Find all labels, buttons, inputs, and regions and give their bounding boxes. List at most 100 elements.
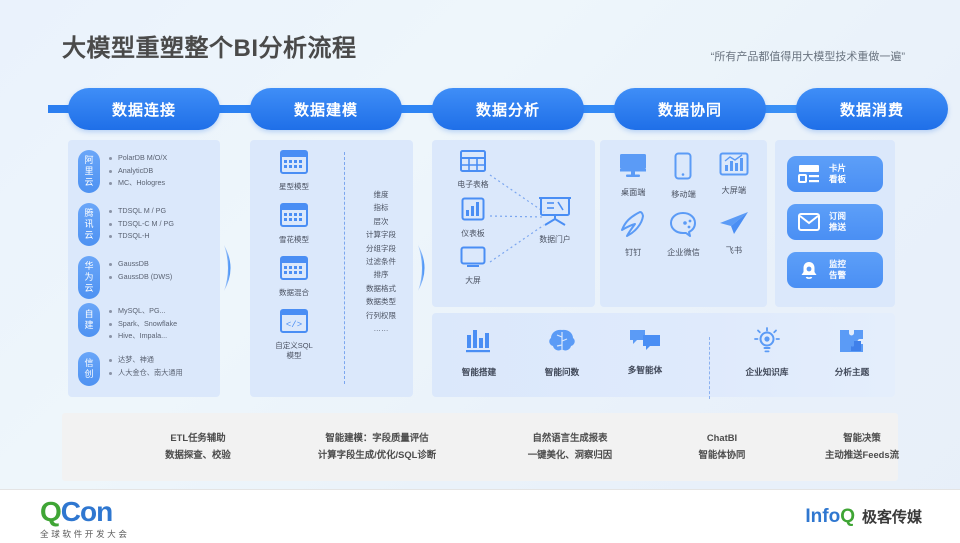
analysis-source-list: 电子表格 仪表板 大屏 [444, 150, 502, 293]
collab-item-desktop[interactable]: 桌面端 [608, 152, 658, 200]
model-item-snowflake[interactable]: 雪花模型 [258, 203, 330, 245]
consume-button-monitor-alert[interactable]: 监控 告警 [787, 252, 883, 288]
vendor-items-self-built: MySQL、PG... Spark、Snowflake Hive、Impala.… [109, 303, 177, 343]
list-item: MySQL、PG... [109, 305, 177, 318]
model-item-label: 雪花模型 [279, 235, 309, 244]
list-item: TDSQL M / PG [109, 205, 174, 218]
table-grid-icon [280, 150, 308, 174]
analysis-item-dashboard[interactable]: 仪表板 [444, 197, 502, 239]
vendor-items-huawei: GaussDB GaussDB (DWS) [109, 256, 172, 283]
list-item: Hive、Impala... [109, 330, 177, 343]
qcon-logo: QCon 全球软件开发大会 [40, 498, 130, 540]
consume-button-label-line2: 推送 [829, 222, 847, 232]
summary-line-2: 主动推送Feeds流 [825, 449, 899, 460]
qcon-subtitle: 全球软件开发大会 [40, 529, 130, 539]
panel-data-collab: 桌面端 移动端 大屏端 [600, 140, 767, 307]
portal-board-icon [539, 197, 571, 226]
envelope-icon [798, 213, 820, 231]
list-item: 分组字段 [366, 243, 396, 253]
stage-pill-data-connect[interactable]: 数据连接 [68, 88, 220, 130]
model-type-list: 星型模型 雪花模型 [258, 150, 330, 372]
ai-item-label: 多智能体 [627, 365, 663, 375]
stage-pill-data-consume[interactable]: 数据消费 [796, 88, 948, 130]
summary-line-1: 智能建模：字段质量评估 [325, 432, 429, 443]
table-grid-icon [280, 256, 308, 280]
vendor-tag-huawei: 华 为 云 [78, 256, 100, 299]
wecom-icon [670, 212, 697, 237]
brain-icon [549, 329, 575, 351]
model-item-blend[interactable]: 数据混合 [258, 256, 330, 298]
vendor-items-xinchuang: 达梦、神通 人大金仓、南大通用 [109, 352, 183, 379]
ai-item-smart-build[interactable]: 智能搭建 [444, 327, 514, 378]
bell-alert-icon [801, 262, 817, 279]
ai-item-label: 智能搭建 [461, 367, 497, 377]
collab-item-label: 移动端 [671, 190, 696, 199]
collab-item-label: 飞书 [725, 246, 743, 255]
table-grid-icon [280, 203, 308, 227]
collab-item-mobile[interactable]: 移动端 [658, 152, 708, 200]
card-board-icon [798, 165, 819, 183]
summary-cell-smart-decision: 智能决策 主动推送Feeds流 [762, 429, 960, 463]
analysis-item-label: 电子表格 [457, 180, 489, 189]
bigscreen-icon [719, 152, 749, 176]
collab-item-bigscreen[interactable]: 大屏端 [709, 152, 759, 200]
puzzle-icon [840, 330, 863, 352]
vendor-row: 信 创 达梦、神通 人大金仓、南大通用 [78, 352, 183, 386]
stage-pill-data-analysis[interactable]: 数据分析 [432, 88, 584, 130]
stage-pill-data-collab[interactable]: 数据协同 [614, 88, 766, 130]
summary-line-2: 一键美化、洞察归因 [527, 449, 613, 460]
panel-data-analysis: 电子表格 仪表板 大屏 [432, 140, 595, 307]
model-item-custom-sql[interactable]: </> 自定义SQL 模型 [258, 309, 330, 361]
analysis-item-spreadsheet[interactable]: 电子表格 [444, 150, 502, 190]
list-item: 人大金仓、南大通用 [109, 367, 183, 380]
monitor-icon [460, 246, 486, 267]
summary-line-1: 自然语言生成报表 [532, 432, 608, 443]
consume-button-label-line2: 告警 [829, 270, 847, 280]
vendor-row: 华 为 云 GaussDB GaussDB (DWS) [78, 256, 172, 299]
ai-divider [709, 337, 710, 399]
page-title: 大模型重塑整个BI分析流程 [62, 35, 357, 62]
spreadsheet-icon [460, 150, 486, 172]
ai-item-smart-query[interactable]: 智能问数 [527, 327, 597, 378]
ai-item-analysis-topic[interactable]: 分析主题 [817, 327, 887, 378]
vendor-row: 阿 里 云 PolarDB M/O/X AnalyticDB MC、Hologr… [78, 150, 167, 193]
stage-pill-data-model[interactable]: 数据建模 [250, 88, 402, 130]
dingtalk-icon [621, 211, 645, 237]
analysis-item-bigscreen[interactable]: 大屏 [444, 246, 502, 286]
ai-capability-grid: 智能搭建 智能问数 多智能体 [432, 327, 895, 399]
infoq-wordmark: InfoQ [805, 507, 855, 526]
infoq-logo-q: Q [840, 506, 855, 527]
vendor-items-tencent: TDSQL M / PG TDSQL-C M / PG TDSQL-H [109, 203, 174, 243]
list-item: GaussDB [109, 258, 172, 271]
collab-item-feishu[interactable]: 飞书 [709, 210, 759, 258]
list-item: 计算字段 [366, 230, 396, 240]
vendor-row: 自 建 MySQL、PG... Spark、Snowflake Hive、Imp… [78, 303, 177, 343]
model-item-label-line2: 模型 [286, 351, 302, 360]
analysis-item-label: 仪表板 [461, 229, 485, 238]
summary-cell-chatbi: ChatBI 智能体协同 [632, 429, 812, 463]
list-item: 数据类型 [366, 297, 396, 307]
ai-item-knowledge-base[interactable]: 企业知识库 [732, 327, 802, 378]
collab-item-dingtalk[interactable]: 钉钉 [608, 210, 658, 258]
consume-button-subscription[interactable]: 订阅 推送 [787, 204, 883, 240]
ai-item-multi-agent[interactable]: 多智能体 [610, 327, 680, 376]
svg-text:</>: </> [286, 320, 302, 330]
collab-item-wecom[interactable]: 企业微信 [658, 210, 708, 258]
list-item: 达梦、神通 [109, 354, 183, 367]
analysis-target-portal[interactable]: 数据门户 [524, 196, 586, 245]
list-item: MC、Hologres [109, 177, 167, 190]
consume-button-card-board[interactable]: 卡片 看板 [787, 156, 883, 192]
panel-ai-capabilities: 智能搭建 智能问数 多智能体 [432, 313, 895, 399]
list-item: 指标 [373, 203, 389, 213]
list-item: 排序 [373, 270, 389, 280]
list-item: …… [373, 324, 389, 334]
list-item: 过滤条件 [366, 257, 396, 267]
vendor-items-aliyun: PolarDB M/O/X AnalyticDB MC、Hologres [109, 150, 167, 190]
vendor-tag-tencent: 腾 讯 云 [78, 203, 100, 246]
model-item-star[interactable]: 星型模型 [258, 150, 330, 192]
summary-line-1: 智能决策 [843, 432, 881, 443]
list-item: 层次 [373, 216, 389, 226]
summary-line-2: 计算字段生成/优化/SQL诊断 [317, 449, 437, 460]
feishu-icon [719, 212, 748, 234]
dashboard-chart-icon [461, 197, 485, 221]
